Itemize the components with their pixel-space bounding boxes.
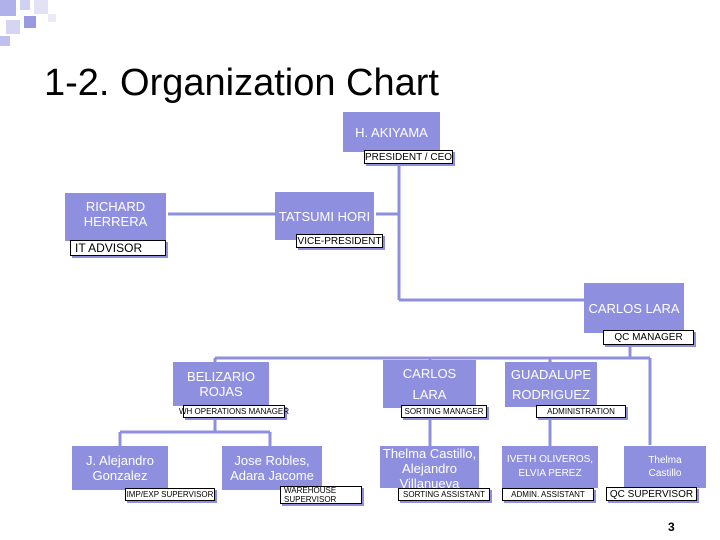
decor-square (34, 0, 48, 14)
ceo-role-tag: PRESIDENT / CEO (364, 150, 453, 164)
qc-supervisor-box: Thelma Castillo (624, 446, 706, 488)
it-advisor-name: RICHARD HERRERA (83, 199, 148, 229)
admin-role-tag: ADMINISTRATION (536, 405, 626, 418)
vp-role-tag: VICE-PRESIDENT (296, 234, 383, 248)
admin-assistant-name: IVETH OLIVEROS, ELVIA PEREZ (506, 454, 594, 479)
sorting-manager-name-line2: LARA (412, 387, 447, 402)
page-title: 1-2. Organization Chart (44, 62, 439, 104)
sorting-manager-role-tag: SORTING MANAGER (401, 405, 487, 418)
decor-square (0, 36, 10, 46)
impexp-role-tag: IMP/EXP SUPERVISOR (125, 488, 215, 501)
qc-supervisor-role-tag: QC SUPERVISOR (606, 487, 697, 501)
decor-square (48, 14, 56, 22)
impexp-box: J. Alejandro Gonzalez (72, 446, 168, 490)
sorting-assistant-role-tag: SORTING ASSISTANT (398, 488, 490, 501)
decor-square (24, 16, 36, 28)
qc-manager-name: CARLOS LARA (588, 300, 680, 316)
admin-assistant-box: IVETH OLIVEROS, ELVIA PEREZ (502, 446, 598, 488)
wh-ops-role-tag: WH OPERATIONS MANAGER (178, 405, 290, 418)
decor-square (0, 0, 16, 16)
qc-supervisor-name: Thelma Castillo (648, 455, 682, 479)
qc-manager-box: CARLOS LARA (584, 283, 684, 333)
warehouse-name: Jose Robles, Adara Jacome (230, 453, 314, 483)
warehouse-role-tag: WAREHOUSE SUPERVISOR (280, 486, 362, 504)
vp-name: TATSUMI HORI (278, 208, 371, 224)
admin-name: GUADALUPE RODRIGUEZ (510, 366, 592, 402)
page-number: 3 (668, 520, 675, 534)
admin-assistant-role-tag: ADMIN. ASSISTANT (502, 488, 594, 501)
warehouse-box: Jose Robles, Adara Jacome (222, 446, 322, 490)
sorting-manager-box: CARLOS LARA (383, 360, 476, 408)
sorting-assistant-box: Thelma Castillo, Alejandro Villanueva (380, 446, 479, 488)
it-advisor-box: RICHARD HERRERA (65, 193, 166, 241)
sorting-assistant-name: Thelma Castillo, Alejandro Villanueva (382, 446, 477, 488)
admin-box: GUADALUPE RODRIGUEZ (505, 362, 597, 407)
wh-ops-box: BELIZARIO ROJAS (173, 362, 269, 406)
ceo-name: H. AKIYAMA (355, 124, 428, 140)
wh-ops-name: BELIZARIO ROJAS (187, 369, 255, 399)
impexp-name: J. Alejandro Gonzalez (86, 453, 154, 483)
it-advisor-role-tag: IT ADVISOR (70, 240, 166, 256)
ceo-box: H. AKIYAMA (343, 112, 440, 152)
decor-square (6, 20, 20, 34)
sorting-manager-name-line1: CARLOS (402, 366, 457, 381)
vp-box: TATSUMI HORI (275, 192, 374, 240)
decor-square (20, 0, 30, 10)
qc-manager-role-tag: QC MANAGER (603, 330, 694, 345)
